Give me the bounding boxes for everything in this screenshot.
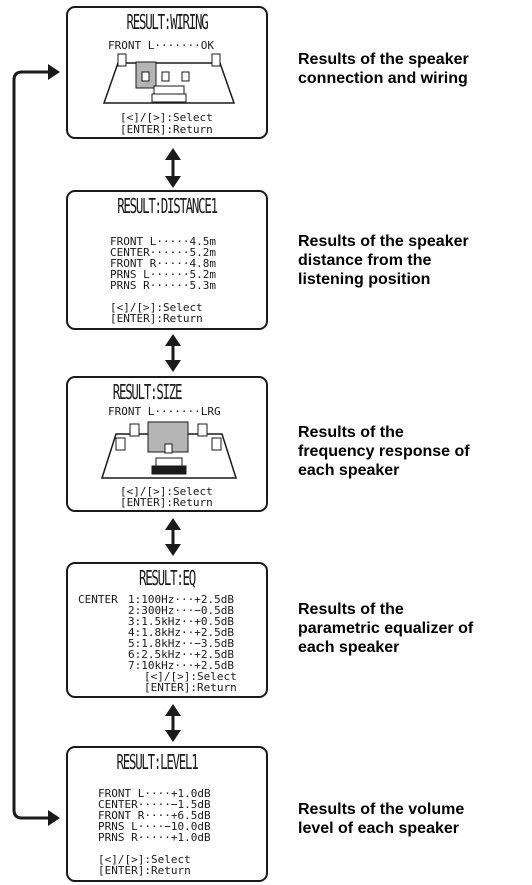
caption-distance: Results of the speaker distance from the… [298,232,530,289]
loop-arrow-head-top [48,64,60,80]
caption-line: Results of the speaker [298,233,469,250]
footer-return: [ENTER]:Return [120,496,213,509]
footer-select: [<]/[>]:Select [120,111,213,124]
double-arrow-4 [165,704,181,742]
caption-line: each speaker [298,462,400,479]
footer-return: [ENTER]:Return [98,864,191,877]
screen-line: 7:10kHz···+2.5dB [128,659,234,672]
footer-select: [<]/[>]:Select [98,853,191,866]
caption-line: frequency response of [298,443,470,460]
footer-return: [ENTER]:Return [120,123,213,136]
screen-line: 6:2.5kHz··+2.5dB [128,648,234,661]
screen-line: FRONT L····+1.0dB [98,787,211,800]
screen-level: RESULT:LEVEL1 FRONT L····+1.0dB CENTER··… [66,746,268,882]
caption-line: distance from the [298,252,432,269]
screen-line: FRONT L·······OK [108,39,214,52]
screen-title: RESULT:EQ [138,566,196,590]
caption-line: Results of the [298,601,404,618]
screen-line: FRONT R····+6.5dB [98,809,211,822]
screen-title: RESULT:LEVEL1 [116,750,199,774]
caption-line: Results of the [298,424,404,441]
double-arrow-1 [165,148,181,188]
screen-line: CENTER······5.2m [110,246,216,259]
caption-line: Results of the speaker [298,51,469,68]
caption-wiring: Results of the speaker connection and wi… [298,50,530,88]
screen-line: CENTER·····−1.5dB [98,798,211,811]
double-arrow-3 [165,518,181,556]
screen-line: PRNS R·····+1.0dB [98,831,211,844]
speaker-layout-diagram [102,53,236,104]
screen-eq: RESULT:EQ CENTER 1:100Hz···+2.5dB 2:300H… [66,562,268,698]
screen-title: RESULT:WIRING [126,10,209,34]
screen-line: 3:1.5kHz··+0.5dB [128,615,234,628]
screen-line: PRNS R······5.3m [110,279,216,292]
caption-eq: Results of the parametric equalizer of e… [298,600,530,657]
caption-level: Results of the volume level of each spea… [298,800,530,838]
caption-line: level of each speaker [298,820,459,837]
screen-line: 4:1.8kHz··+2.5dB [128,626,234,639]
screen-title: RESULT:DISTANCE1 [117,194,218,218]
caption-line: Results of the volume [298,801,465,818]
screen-line: 1:100Hz···+2.5dB [128,593,234,606]
screen-distance: RESULT:DISTANCE1 FRONT L·····4.5m CENTER… [66,190,268,330]
screen-line: PRNS L······5.2m [110,268,216,281]
double-arrow-2 [165,334,181,372]
speaker-layout-diagram [100,421,238,479]
screen-line-prefix: CENTER [78,593,118,606]
caption-line: listening position [298,271,431,288]
footer-return: [ENTER]:Return [110,312,203,325]
loop-arrow-path [12,70,58,820]
screen-line: FRONT L·····4.5m [110,235,216,248]
caption-line: parametric equalizer of [298,620,474,637]
screen-wiring: RESULT:WIRING FRONT L·······OK [<]/[>]:S… [66,6,268,139]
loop-arrow-head-bottom [48,810,60,826]
screen-line: FRONT L·······LRG [108,405,221,418]
caption-line: connection and wiring [298,70,468,87]
caption-size: Results of the frequency response of eac… [298,423,530,480]
footer-select: [<]/[>]:Select [144,670,237,683]
screen-line: 2:300Hz···−0.5dB [128,604,234,617]
footer-return: [ENTER]:Return [144,681,237,694]
screen-line: FRONT R·····4.8m [110,257,216,270]
screen-size: RESULT:SIZE FRONT L·······LRG [<]/[>]:Se… [66,376,268,512]
footer-select: [<]/[>]:Select [110,301,203,314]
screen-title: RESULT:SIZE [112,380,183,404]
screen-line: PRNS L····−10.0dB [98,820,211,833]
footer-select: [<]/[>]:Select [120,485,213,498]
screen-line: 5:1.8kHz··−3.5dB [128,637,234,650]
caption-line: each speaker [298,639,400,656]
